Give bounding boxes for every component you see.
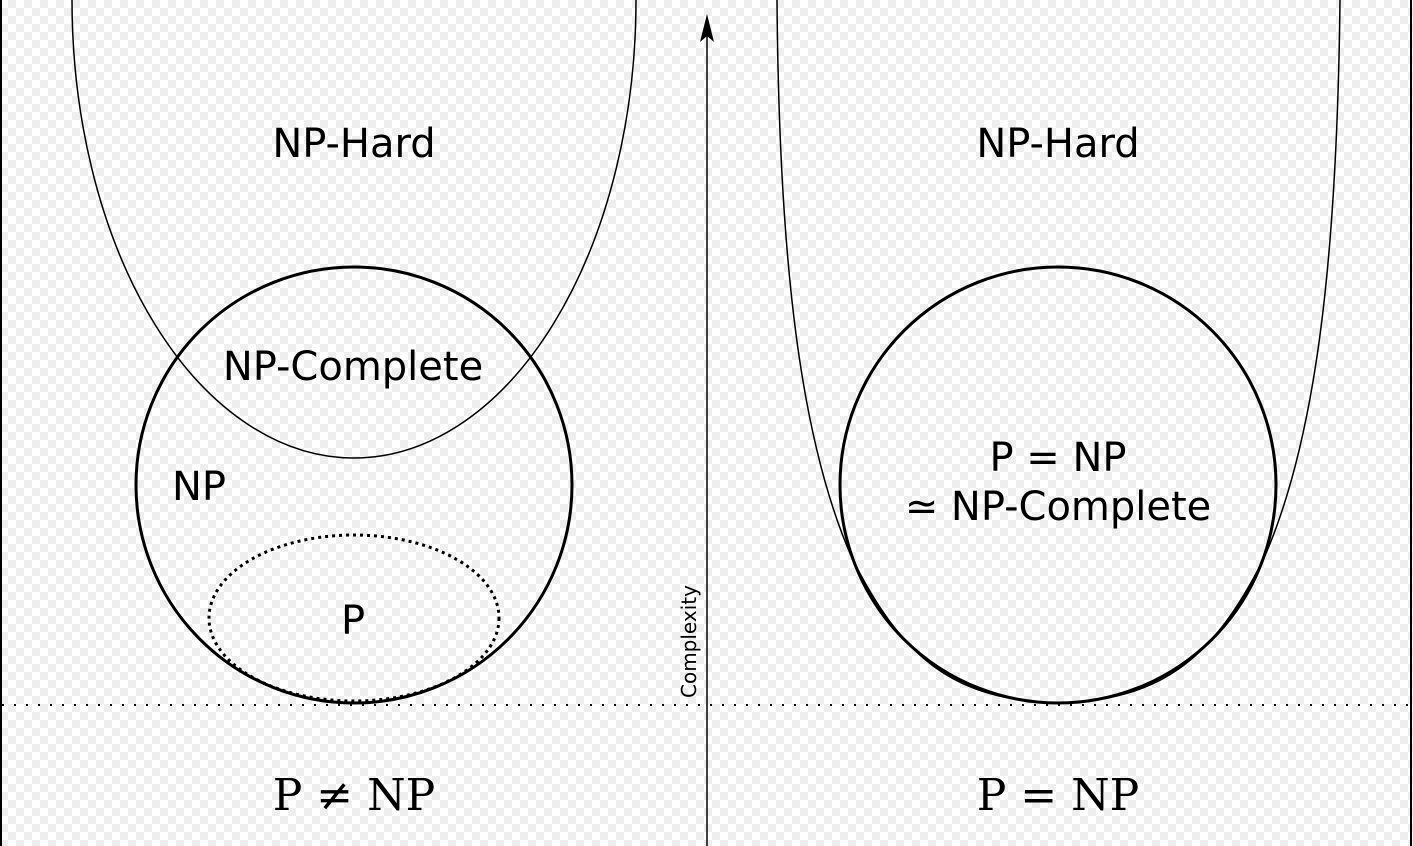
axis-arrow-icon bbox=[700, 14, 714, 42]
np-hard-label: NP-Hard bbox=[272, 121, 435, 167]
p-region bbox=[207, 533, 501, 703]
p-equals-np-label: P = NP bbox=[989, 435, 1126, 481]
p-np-region bbox=[838, 265, 1278, 705]
left-border bbox=[0, 0, 2, 846]
np-hard-region bbox=[71, 0, 637, 459]
np-complete-label: ≃ NP-Complete bbox=[905, 484, 1212, 530]
np-complete-label: NP-Complete bbox=[223, 344, 483, 390]
np-hard-region bbox=[776, 0, 1341, 704]
np-label: NP bbox=[172, 464, 226, 510]
np-region bbox=[134, 265, 574, 705]
left-caption: P ≠ NP bbox=[273, 770, 436, 821]
axis-label: Complexity bbox=[677, 585, 701, 698]
np-hard-label: NP-Hard bbox=[976, 121, 1139, 167]
left-panel: NP-Hard NP-Complete NP P P ≠ NP bbox=[71, 0, 637, 821]
right-border bbox=[1410, 0, 1412, 846]
right-panel: NP-Hard P = NP ≃ NP-Complete P = NP bbox=[776, 0, 1341, 821]
p-label: P bbox=[341, 598, 365, 644]
right-caption: P = NP bbox=[977, 770, 1140, 821]
